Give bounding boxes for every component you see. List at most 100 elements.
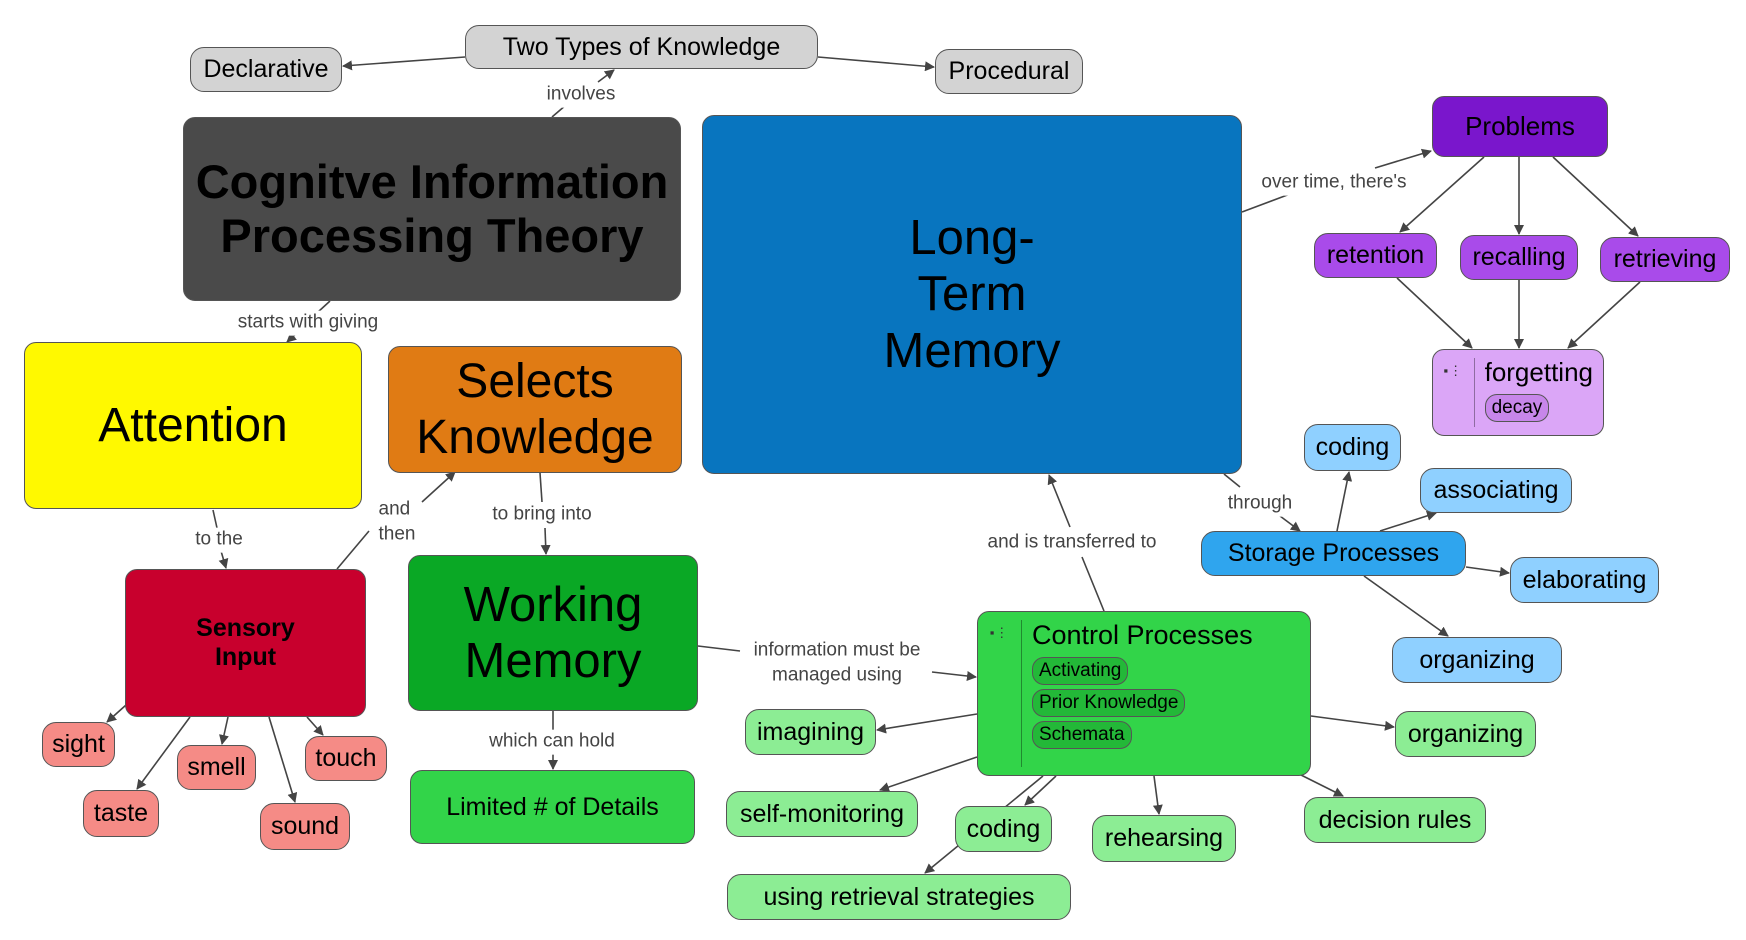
node-coding-storage[interactable]: coding bbox=[1304, 424, 1401, 471]
edge-control-transferred bbox=[1081, 556, 1105, 612]
node-elaborating[interactable]: elaborating bbox=[1510, 557, 1659, 603]
node-label: self-monitoring bbox=[740, 799, 904, 828]
node-taste[interactable]: taste bbox=[83, 790, 159, 837]
edge-control-coding bbox=[1024, 775, 1057, 806]
edge-problems-retention bbox=[1399, 156, 1485, 233]
node-label: sound bbox=[270, 812, 340, 841]
edge-attention-tothe bbox=[212, 509, 218, 529]
edge-retrieving-forgetting bbox=[1567, 281, 1641, 349]
node-decision-rules[interactable]: decision rules bbox=[1304, 797, 1486, 843]
edge-ltm-through bbox=[1223, 473, 1241, 488]
node-label: retention bbox=[1326, 241, 1425, 270]
node-long-term-memory[interactable]: Long-Term Memory bbox=[702, 115, 1242, 474]
link-label-involves: involves bbox=[544, 82, 618, 108]
edge-andthen-selects bbox=[421, 471, 456, 503]
node-smell[interactable]: smell bbox=[177, 745, 256, 790]
node-using-retrieval-strategies[interactable]: using retrieval strategies bbox=[727, 874, 1071, 920]
edge-storage-coding bbox=[1336, 471, 1353, 532]
node-recalling[interactable]: recalling bbox=[1460, 235, 1578, 280]
node-organizing-control[interactable]: organizing bbox=[1395, 711, 1536, 757]
node-sound[interactable]: sound bbox=[260, 803, 350, 850]
node-sensory-input[interactable]: Sensory Input bbox=[125, 569, 366, 717]
edge-sensory-smell bbox=[219, 716, 229, 745]
node-label: Limited # of Details bbox=[446, 792, 659, 821]
node-forgetting[interactable]: ▪⋮ forgetting decay bbox=[1432, 349, 1604, 436]
link-label-to-bring-into: to bring into bbox=[490, 502, 594, 528]
node-rehearsing[interactable]: rehearsing bbox=[1092, 815, 1236, 862]
node-label: smell bbox=[187, 753, 246, 782]
node-label: Attention bbox=[98, 398, 288, 452]
node-label: Problems bbox=[1465, 110, 1575, 141]
node-label: Storage Processes bbox=[1227, 539, 1440, 568]
link-label-over-time: over time, there's bbox=[1259, 170, 1409, 196]
link-label-to-the: to the bbox=[193, 527, 245, 553]
node-touch[interactable]: touch bbox=[305, 736, 387, 781]
collapse-handle-icon[interactable]: ▪⋮ bbox=[978, 620, 1022, 767]
node-schemata[interactable]: Schemata bbox=[1032, 720, 1132, 749]
node-two-types-of-knowledge[interactable]: Two Types of Knowledge bbox=[465, 25, 818, 69]
edge-info-control bbox=[931, 671, 977, 681]
node-label: organizing bbox=[1419, 645, 1535, 674]
link-label-transferred-to: and is transferred to bbox=[985, 530, 1159, 556]
edge-control-organizing bbox=[1310, 715, 1395, 731]
node-label: Selects Knowledge bbox=[416, 355, 654, 464]
link-label-and-then: and then bbox=[378, 498, 416, 544]
node-label: Declarative bbox=[203, 55, 329, 84]
node-label: recalling bbox=[1472, 243, 1566, 272]
node-label: Long-Term Memory bbox=[883, 210, 1061, 378]
edge-ltm-overtime bbox=[1241, 193, 1291, 213]
node-storage-processes[interactable]: Storage Processes bbox=[1201, 531, 1466, 576]
node-working-memory[interactable]: Working Memory bbox=[408, 555, 698, 711]
node-coding-control[interactable]: coding bbox=[955, 806, 1052, 852]
node-selects-knowledge[interactable]: Selects Knowledge bbox=[388, 346, 682, 473]
node-cognitive-information-processing-theory[interactable]: Cognitve Information Processing Theory bbox=[183, 117, 681, 301]
node-label: forgetting bbox=[1484, 357, 1593, 387]
edge-twotypes-declarative bbox=[342, 56, 466, 71]
edge-sensory-andthen bbox=[336, 530, 370, 570]
link-label-information-managed: information must be managed using bbox=[751, 638, 923, 688]
edge-transferred-ltm bbox=[1047, 474, 1071, 528]
edge-cipt-starts bbox=[317, 300, 331, 313]
edge-overtime-problems bbox=[1374, 148, 1432, 169]
collapse-handle-icon[interactable]: ▪⋮ bbox=[1433, 358, 1475, 427]
edge-problems-retrieving bbox=[1552, 156, 1639, 237]
node-limited-details[interactable]: Limited # of Details bbox=[410, 770, 695, 844]
node-decay[interactable]: decay bbox=[1484, 393, 1550, 422]
node-prior-knowledge[interactable]: Prior Knowledge bbox=[1032, 688, 1186, 717]
node-label: Working Memory bbox=[463, 577, 643, 688]
edge-storage-elaborating bbox=[1465, 566, 1510, 577]
edge-sensory-touch bbox=[306, 716, 324, 736]
node-label: associating bbox=[1433, 476, 1559, 505]
node-attention[interactable]: Attention bbox=[24, 342, 362, 509]
node-organizing-storage[interactable]: organizing bbox=[1392, 637, 1562, 683]
node-imagining[interactable]: imagining bbox=[745, 709, 876, 755]
node-label: using retrieval strategies bbox=[763, 882, 1035, 911]
link-label-starts-with-giving: starts with giving bbox=[235, 310, 381, 336]
edge-involves-twotypes bbox=[597, 69, 615, 83]
node-activating[interactable]: Activating bbox=[1032, 657, 1129, 685]
node-label: rehearsing bbox=[1104, 824, 1224, 853]
node-control-processes[interactable]: ▪⋮ Control Processes Activating Prior Kn… bbox=[977, 611, 1311, 776]
edge-twotypes-procedural bbox=[817, 56, 935, 72]
node-self-monitoring[interactable]: self-monitoring bbox=[726, 791, 918, 837]
node-declarative[interactable]: Declarative bbox=[190, 47, 342, 92]
edge-storage-organizing bbox=[1363, 575, 1449, 637]
node-retrieving[interactable]: retrieving bbox=[1600, 237, 1730, 282]
node-label: Two Types of Knowledge bbox=[502, 32, 781, 61]
node-associating[interactable]: associating bbox=[1420, 468, 1572, 513]
node-label: retrieving bbox=[1613, 245, 1717, 274]
node-label: touch bbox=[315, 744, 377, 773]
node-retention[interactable]: retention bbox=[1314, 233, 1437, 278]
node-label: Procedural bbox=[948, 57, 1070, 86]
edge-control-imagining bbox=[876, 713, 978, 734]
node-problems[interactable]: Problems bbox=[1432, 96, 1608, 157]
node-label: taste bbox=[93, 799, 149, 828]
node-procedural[interactable]: Procedural bbox=[935, 49, 1083, 94]
node-label: organizing bbox=[1407, 719, 1524, 748]
node-label: Sensory Input bbox=[196, 614, 295, 671]
node-label: Control Processes bbox=[1032, 620, 1253, 650]
edge-control-decisionrules bbox=[1300, 774, 1344, 797]
node-label: Cognitve Information Processing Theory bbox=[195, 154, 669, 262]
node-sight[interactable]: sight bbox=[42, 722, 115, 767]
